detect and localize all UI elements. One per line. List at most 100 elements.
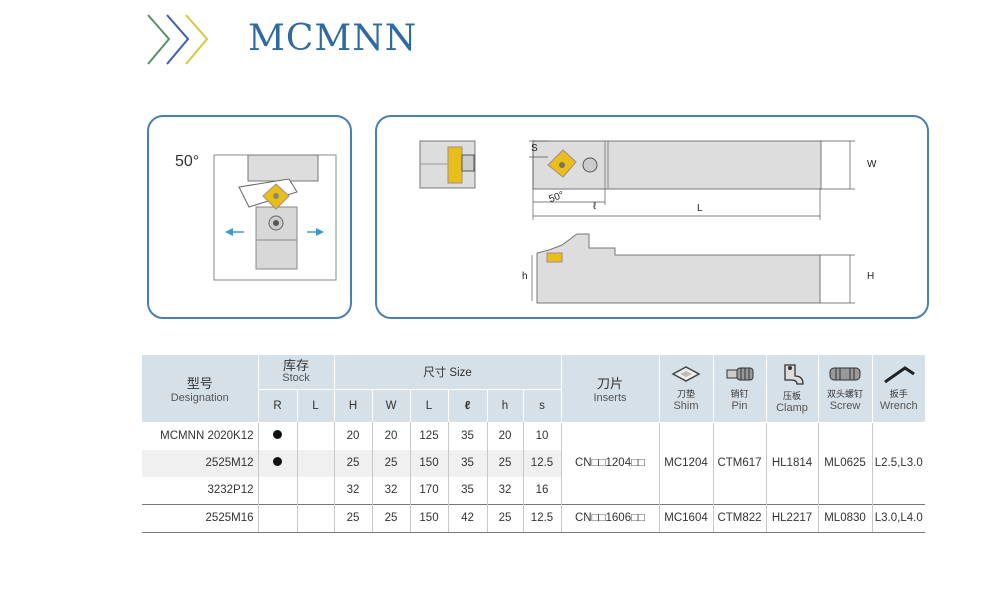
designation-en: Designation [170, 391, 229, 404]
s-cell: 10 [522, 422, 561, 450]
size-header: 尺寸 Size [333, 355, 561, 390]
size-l-header: L [409, 389, 448, 422]
size-h-small-header: h [486, 389, 523, 422]
inserts-header: 刀片 Inserts [560, 355, 659, 423]
chevron-logo-icon [147, 14, 209, 65]
clamp-icon [784, 364, 804, 385]
wrench-cell: L3.0,L4.0 [871, 503, 925, 533]
screw-icon [829, 367, 861, 381]
wrench-cell: L2.5,L3.0 [871, 422, 925, 504]
shim-cell: MC1204 [658, 422, 713, 504]
pin-icon [726, 367, 753, 381]
s-dimension-label: S [531, 143, 538, 154]
l-cell: 150 [409, 503, 448, 533]
h-cell: 25 [333, 449, 372, 477]
stock-header: 库存 Stock [257, 355, 334, 390]
size-l-small-header: ℓ [447, 389, 487, 422]
pin-cell: CTM617 [712, 422, 766, 504]
tool-dimension-drawing [419, 140, 855, 304]
stock-r-cell [257, 422, 297, 450]
inserts-cn: 刀片 [596, 375, 623, 391]
screw-en: Screw [829, 400, 861, 413]
in-stock-dot [273, 429, 282, 439]
l-small-cell: 42 [447, 503, 487, 533]
screw-cell: ML0830 [817, 503, 872, 533]
h-small-cell: 32 [486, 476, 523, 504]
h-small-cell: 20 [486, 422, 523, 450]
pin-cell: CTM822 [712, 503, 766, 533]
s-cell: 12.5 [522, 503, 561, 533]
w-dimension-label: W [867, 159, 877, 170]
stock-l-cell [296, 422, 334, 450]
shim-header: 刀垫 Shim [658, 355, 713, 423]
h-dimension-label: H [867, 271, 875, 282]
clamp-en: Clamp [776, 402, 808, 415]
dimension-diagram-panel: S W 50° ℓ L h H [375, 115, 929, 319]
pin-header: 销钉 Pin [712, 355, 766, 423]
stock-en: Stock [282, 372, 310, 384]
pin-en: Pin [731, 400, 748, 413]
designation-cell: 2525M16 [142, 503, 258, 533]
clamp-cn: 压板 [782, 391, 801, 402]
size-h-header: H [333, 389, 372, 422]
stock-l-cell [296, 503, 334, 533]
shim-cell: MC1604 [658, 503, 713, 533]
h-cell: 20 [333, 422, 372, 450]
s-cell: 12.5 [522, 449, 561, 477]
page-title: MCMNN [248, 18, 418, 59]
clamp-cell: HL2217 [765, 503, 818, 533]
designation-cell: 3232P12 [142, 477, 258, 505]
h-small-cell: 25 [486, 503, 523, 533]
s-cell: 16 [522, 476, 561, 504]
angle-label: 50° [175, 153, 200, 170]
clamp-header: 压板 Clamp [765, 355, 818, 423]
designation-cell: MCMNN 2020K12 [142, 422, 258, 450]
designation-prefix: MCMNN [160, 430, 205, 442]
designation-header: 型号 Designation [142, 355, 258, 423]
screw-header: 双头螺钉 Screw [817, 355, 872, 423]
designation-code: 2525M16 [205, 512, 254, 524]
w-cell: 25 [371, 503, 410, 533]
table-row: 3232P12 32 32 170 35 32 16 [142, 476, 925, 505]
w-cell: 20 [371, 422, 410, 450]
designation-cn: 型号 [186, 375, 213, 391]
table-row: 2525M12 25 25 150 35 25 12.5 [142, 449, 925, 477]
clamp-cell: HL1814 [765, 422, 818, 504]
spec-table: 型号 Designation 库存 Stock 尺寸 Size 刀片 Inser… [142, 355, 925, 533]
screw-cn: 双头螺钉 [826, 389, 863, 400]
h-small-cell: 25 [486, 449, 523, 477]
designation-code: 2020K12 [207, 430, 254, 442]
designation-code: 3232P12 [207, 484, 254, 496]
insert-cell: CN□□1204□□ [560, 422, 659, 504]
size-w-header: W [371, 389, 410, 422]
pin-cn: 销钉 [730, 389, 749, 400]
wrench-en: Wrench [879, 400, 918, 413]
h-cell: 25 [333, 503, 372, 533]
size-s-header: s [522, 389, 561, 422]
h-small-dimension-label: h [522, 271, 528, 282]
l-small-cell: 35 [447, 422, 487, 450]
stock-l-cell [296, 449, 334, 477]
tool-application-drawing [213, 154, 337, 281]
screw-cell: ML0625 [817, 422, 872, 504]
l-small-dimension-label: ℓ [593, 201, 597, 212]
designation-code: 2525M12 [205, 457, 254, 469]
stock-r-header: R [257, 389, 297, 422]
table-row: MCMNN 2020K12 20 20 125 35 20 10 CN□□120… [142, 422, 925, 504]
wrench-icon [883, 366, 915, 384]
shim-cn: 刀垫 [676, 389, 695, 400]
w-cell: 25 [371, 449, 410, 477]
l-cell: 150 [409, 449, 448, 477]
stock-l-header: L [296, 389, 334, 422]
h-cell: 32 [333, 476, 372, 504]
insert-cell: CN□□1606□□ [560, 503, 659, 533]
shim-icon [671, 366, 701, 383]
l-dimension-label: L [697, 203, 703, 214]
application-diagram-panel: 50° [147, 115, 352, 319]
wrench-header: 扳手 Wrench [871, 355, 925, 423]
stock-cn: 库存 [282, 358, 309, 373]
inserts-en: Inserts [593, 391, 627, 404]
table-row: 2525M16 25 25 150 42 25 12.5 CN□□1606□□ … [142, 503, 925, 533]
l-cell: 125 [409, 422, 448, 450]
stock-r-cell [257, 476, 297, 504]
